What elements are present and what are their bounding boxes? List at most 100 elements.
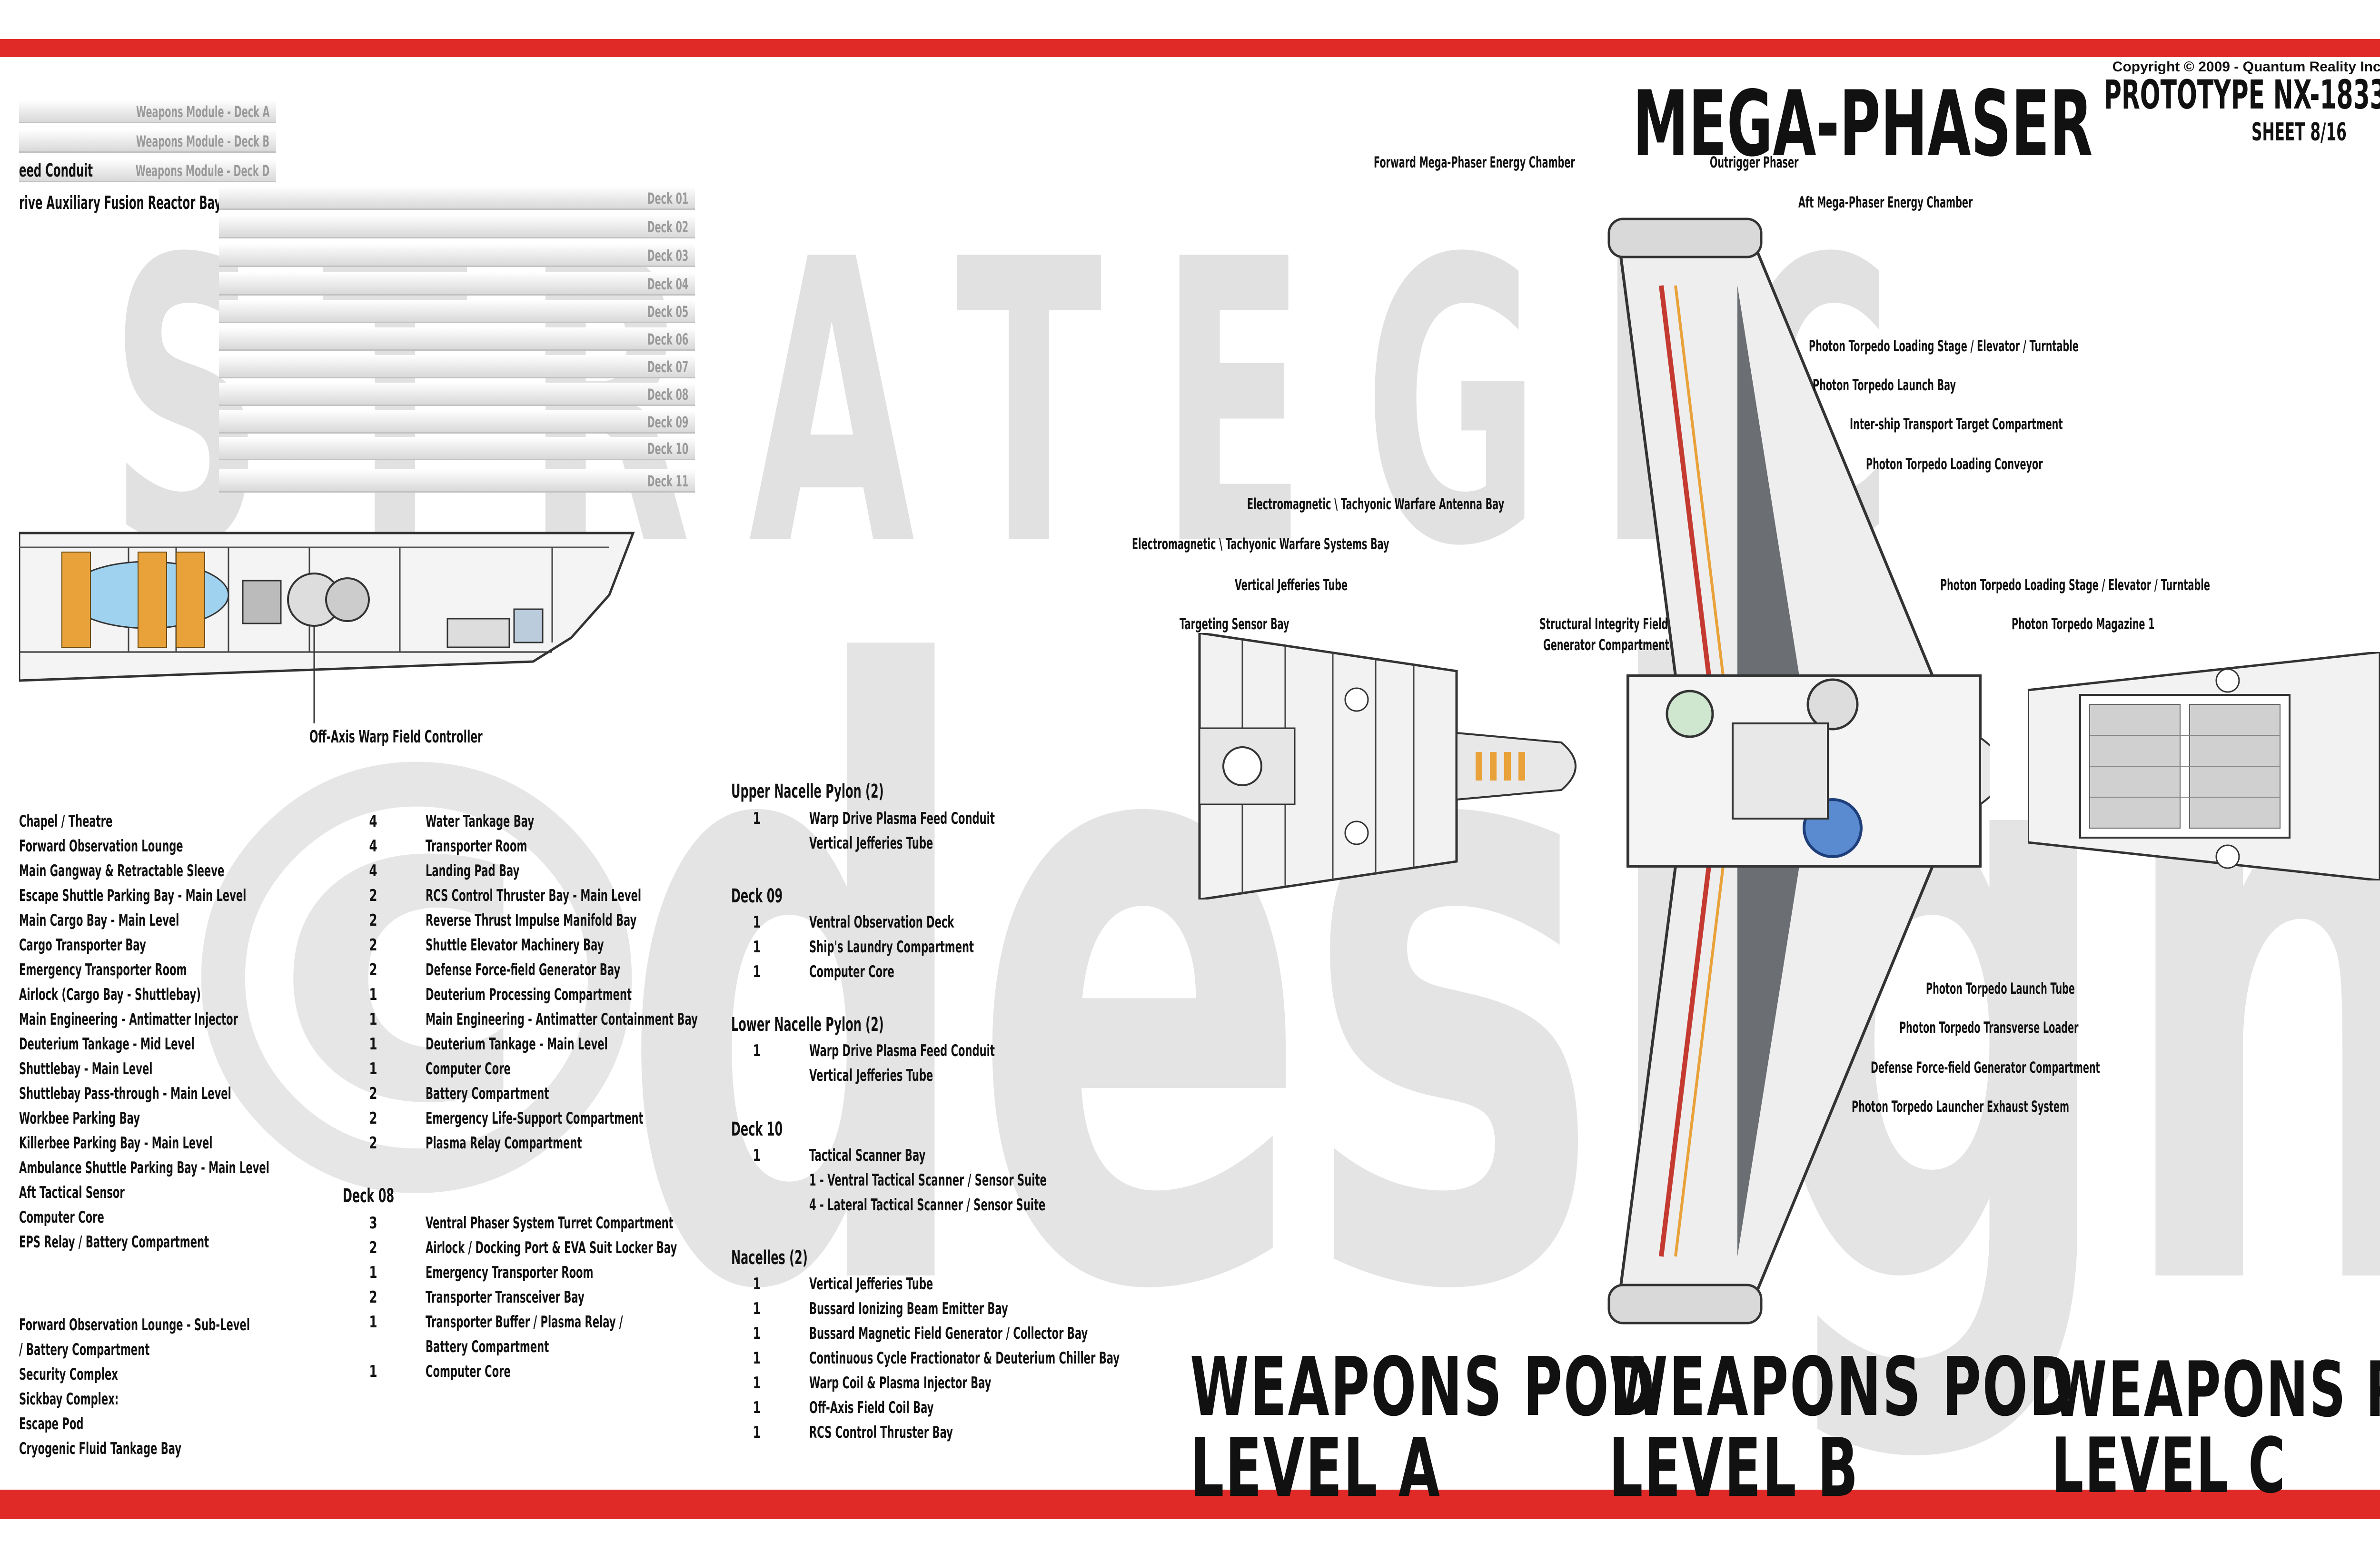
legend-label: Ambulance Shuttle Parking Bay - Main Lev… — [19, 1158, 269, 1177]
legend-count: 4 — [369, 861, 377, 880]
legend-count: 2 — [369, 1238, 377, 1257]
legend-label: Ship's Laundry Compartment — [809, 938, 974, 957]
legend-label: Security Complex — [19, 1365, 118, 1384]
legend-count: 2 — [369, 936, 377, 955]
legend-label: Main Gangway & Retractable Sleeve — [19, 861, 225, 880]
legend-label: Shuttle Elevator Machinery Bay — [426, 936, 604, 955]
legend-count: 4 — [369, 812, 377, 831]
deck-bar: Deck 06 — [219, 327, 695, 351]
legend-label: Warp Coil & Plasma Injector Bay — [809, 1374, 992, 1393]
legend-label: Forward Observation Lounge - Sub-Level — [19, 1315, 250, 1334]
legend-label: Computer Core — [426, 1362, 511, 1381]
legend-label: 1 - Ventral Tactical Scanner / Sensor Su… — [809, 1171, 1047, 1190]
legend-count: 1 — [753, 1324, 761, 1343]
hull-cutaway-diagram — [19, 532, 635, 723]
legend-label: Escape Pod — [19, 1414, 84, 1433]
side-label-feed: eed Conduit — [19, 160, 93, 181]
pod-b-title-line1: WEAPONS POD — [1609, 1340, 2075, 1434]
deck-label: Deck 04 — [647, 275, 688, 293]
pod-b-title-line2: LEVEL B — [1609, 1421, 1860, 1515]
legend-count: 1 — [369, 1362, 377, 1381]
legend-label: Defense Force-field Generator Bay — [426, 960, 621, 979]
prototype-label: PROTOTYPE NX-1833 — [2104, 71, 2380, 118]
legend-count: 1 — [753, 1423, 761, 1442]
section-heading: Upper Nacelle Pylon (2) — [731, 781, 884, 802]
copyright-text: Copyright © 2009 - Quantum Reality Inc. — [2112, 59, 2380, 75]
legend-count: 2 — [369, 1288, 377, 1307]
callout-sif-2: Generator Compartment — [1543, 636, 1669, 654]
legend-count: 1 — [753, 938, 761, 957]
deck-label: Deck 11 — [647, 472, 688, 490]
deck-bar: Deck 07 — [219, 355, 695, 378]
legend-label: 4 - Lateral Tactical Scanner / Sensor Su… — [809, 1196, 1046, 1215]
legend-count: 1 — [369, 1035, 377, 1054]
legend-label: Shuttlebay Pass-through - Main Level — [19, 1084, 231, 1103]
legend-label: Transporter Buffer / Plasma Relay / — [426, 1313, 623, 1332]
callout-fwd-chamber: Forward Mega-Phaser Energy Chamber — [1374, 153, 1575, 171]
legend-label: Killerbee Parking Bay - Main Level — [19, 1134, 213, 1153]
section-heading: Deck 09 — [731, 885, 783, 907]
callout-pt-stage-2: Photon Torpedo Loading Stage / Elevator … — [1940, 576, 2210, 594]
weapons-pod-level-b-diagram — [1607, 217, 1990, 1325]
legend-label: Tactical Scanner Bay — [809, 1146, 926, 1165]
legend-count: 2 — [369, 1084, 377, 1103]
legend-count: 1 — [369, 1010, 377, 1029]
section-heading: Nacelles (2) — [731, 1247, 808, 1269]
legend-count: 1 — [753, 1374, 761, 1393]
legend-label: Shuttlebay - Main Level — [19, 1059, 153, 1078]
legend-count: 1 — [753, 1349, 761, 1368]
deck-label: Deck 07 — [647, 358, 688, 376]
legend-label: Bussard Magnetic Field Generator / Colle… — [809, 1324, 1088, 1343]
callout-pt-exhaust: Photon Torpedo Launcher Exhaust System — [1852, 1097, 2070, 1116]
legend-label: Computer Core — [809, 962, 894, 981]
legend-count: 1 — [753, 1299, 761, 1318]
legend-label: Warp Drive Plasma Feed Conduit — [809, 1041, 995, 1060]
legend-label: Battery Compartment — [426, 1337, 549, 1356]
deck-label: Deck 10 — [647, 440, 688, 458]
legend-label: Transporter Transceiver Bay — [426, 1288, 585, 1307]
deck-bar: Deck 09 — [219, 410, 695, 434]
warp-field-controller-label: Off-Axis Warp Field Controller — [309, 727, 483, 747]
deck-label: Deck 02 — [647, 218, 688, 236]
deck-label: Deck 03 — [647, 247, 688, 265]
callout-vjt: Vertical Jefferies Tube — [1235, 576, 1348, 594]
legend-count: 1 — [369, 1263, 377, 1282]
module-bar-label: Weapons Module - Deck B — [136, 132, 269, 150]
legend-label: Deuterium Processing Compartment — [426, 985, 632, 1004]
deck-label: Deck 06 — [647, 330, 688, 348]
legend-label: Cargo Transporter Bay — [19, 936, 146, 955]
deck-bar: Deck 10 — [219, 437, 695, 460]
legend-label: Cryogenic Fluid Tankage Bay — [19, 1439, 182, 1458]
module-bar-label: Weapons Module - Deck A — [136, 103, 269, 121]
legend-label: Main Cargo Bay - Main Level — [19, 911, 179, 930]
legend-label: Transporter Room — [426, 837, 527, 856]
legend-label: Bussard Ionizing Beam Emitter Bay — [809, 1299, 1008, 1318]
page-title: MEGA-PHASER — [1633, 71, 2093, 177]
legend-label: Off-Axis Field Coil Bay — [809, 1398, 934, 1417]
deck-bar: Deck 02 — [219, 215, 695, 238]
callout-pt-stage: Photon Torpedo Loading Stage / Elevator … — [1809, 337, 2079, 355]
callout-pt-tube: Photon Torpedo Launch Tube — [1926, 979, 2075, 998]
legend-count: 1 — [753, 913, 761, 932]
legend-label: Plasma Relay Compartment — [426, 1134, 582, 1153]
pod-a-title-line1: WEAPONS POD — [1190, 1340, 1656, 1434]
callout-pt-launch-bay: Photon Torpedo Launch Bay — [1813, 376, 1956, 394]
legend-count: 1 — [369, 985, 377, 1004]
legend-label: Deuterium Tankage - Main Level — [426, 1035, 608, 1054]
legend-label: Water Tankage Bay — [426, 812, 535, 831]
legend-label: RCS Control Thruster Bay — [809, 1423, 953, 1442]
callout-em-antenna: Electromagnetic \ Tachyonic Warfare Ante… — [1247, 495, 1505, 513]
legend-label: Aft Tactical Sensor — [19, 1183, 125, 1202]
deck08-heading: Deck 08 — [343, 1185, 395, 1207]
legend-label: Continuous Cycle Fractionator & Deuteriu… — [809, 1349, 1120, 1368]
pod-c-title-line1: WEAPONS POD — [2052, 1345, 2380, 1434]
legend-label: Computer Core — [426, 1059, 511, 1078]
side-label-aux: rive Auxiliary Fusion Reactor Bay — [19, 192, 222, 213]
legend-count: 2 — [369, 886, 377, 905]
pod-c-title-line2: LEVEL C — [2052, 1421, 2287, 1510]
legend-count: 2 — [369, 911, 377, 930]
legend-count: 2 — [369, 1109, 377, 1128]
legend-label: Battery Compartment — [426, 1084, 549, 1103]
legend-label: Landing Pad Bay — [426, 861, 520, 880]
legend-count: 1 — [753, 1041, 761, 1060]
